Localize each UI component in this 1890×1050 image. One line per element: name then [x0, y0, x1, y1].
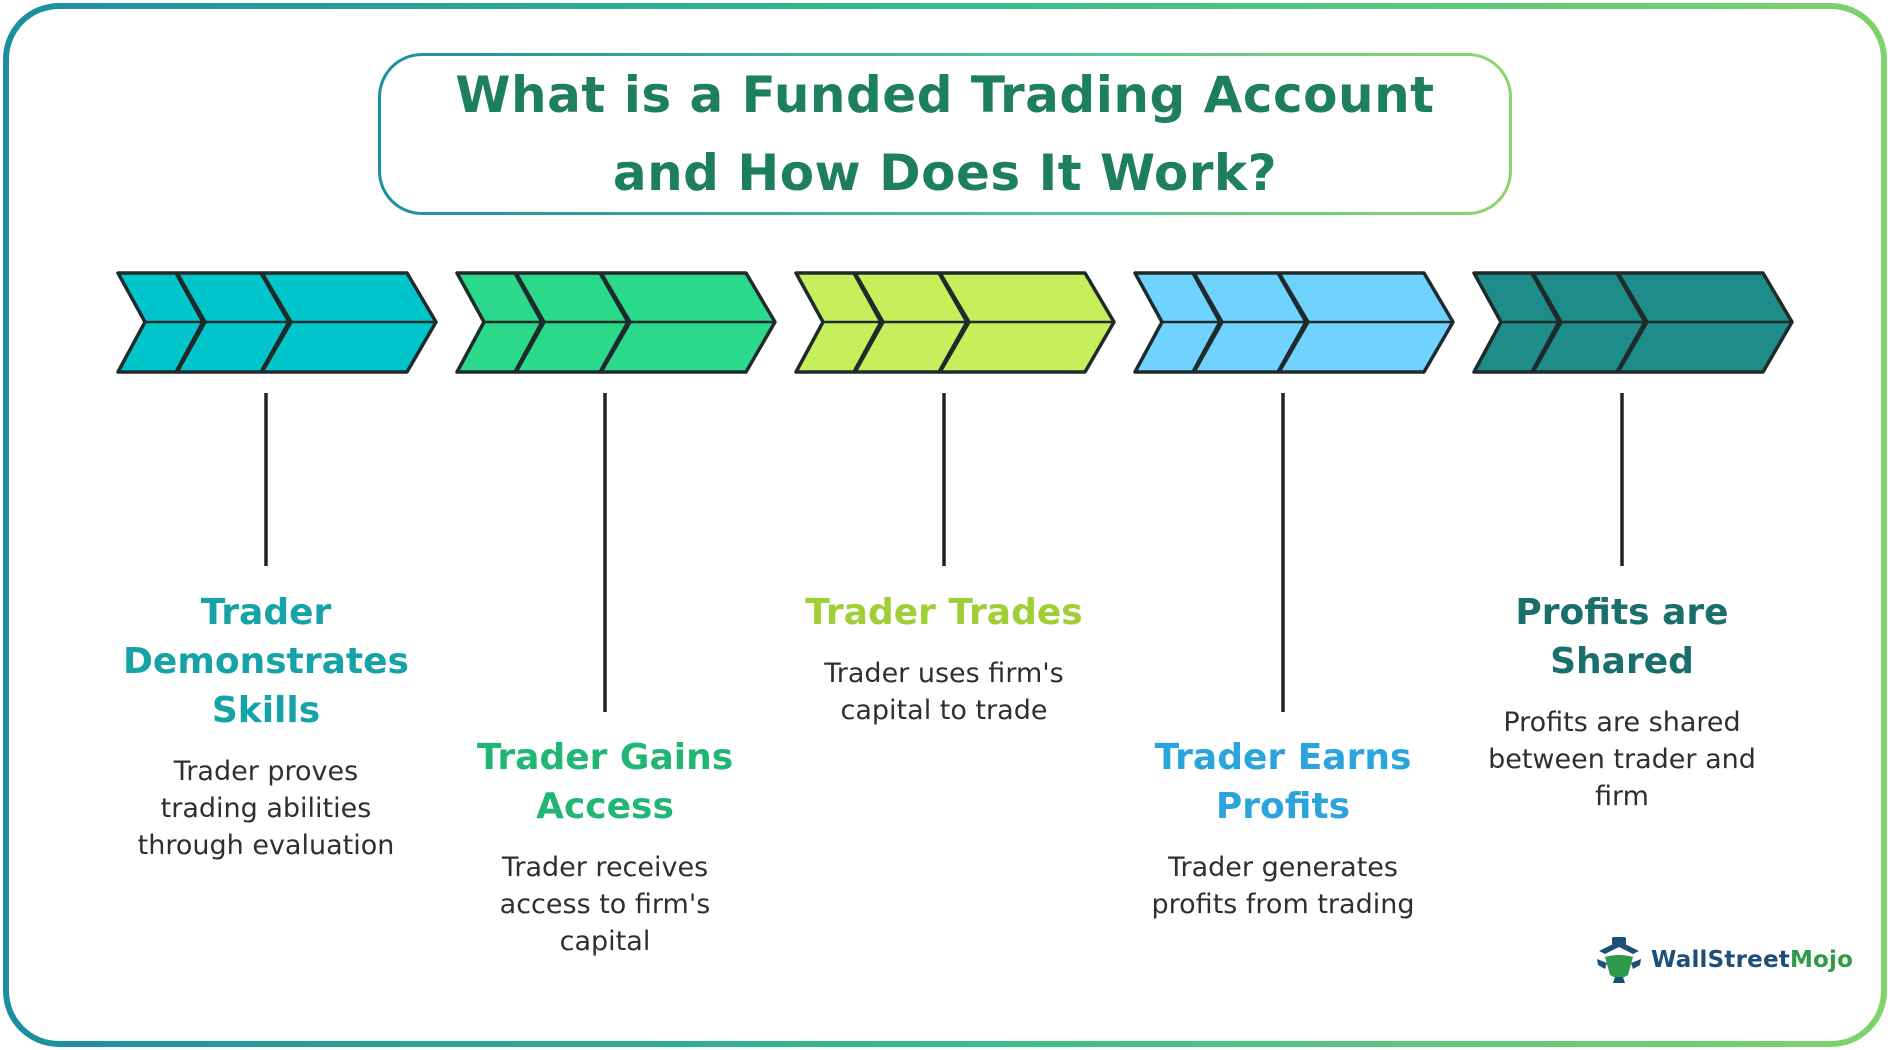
- step-description-2: Trader receives access to firm's capital: [499, 852, 711, 957]
- step-description-4: Trader generates profits from trading: [1151, 852, 1415, 920]
- step-description-5: Profits are shared between trader and fi…: [1488, 707, 1756, 812]
- title-box: What is a Funded Trading Account and How…: [378, 53, 1512, 215]
- step-description-3: Trader uses firm's capital to trade: [824, 658, 1064, 726]
- step-title-5: Profits are Shared: [1515, 592, 1729, 682]
- page-title: What is a Funded Trading Account and How…: [455, 66, 1435, 202]
- step-title-4: Trader Earns Profits: [1154, 737, 1412, 827]
- chevron-group-5: [1472, 271, 1794, 374]
- step-title-3: Trader Trades: [805, 592, 1083, 633]
- step-title-1: Trader Demonstrates Skills: [123, 592, 409, 731]
- chevron-group-1: [116, 271, 438, 374]
- step-description-1: Trader proves trading abilities through …: [137, 756, 395, 861]
- logo-text-part1: WallStreet: [1651, 947, 1790, 973]
- chevron-group-4: [1133, 271, 1455, 374]
- step-title-2: Trader Gains Access: [476, 737, 734, 827]
- chevron-group-2: [455, 271, 777, 374]
- chevron-group-3: [794, 271, 1116, 374]
- wallstreetmojo-logo: WallStreetMojo: [1595, 935, 1853, 985]
- title-inner: What is a Funded Trading Account and How…: [381, 56, 1509, 212]
- logo-text-part2: Mojo: [1789, 947, 1854, 973]
- logo-text: WallStreetMojo: [1651, 947, 1853, 973]
- wallstreetmojo-logo-icon: [1597, 937, 1641, 983]
